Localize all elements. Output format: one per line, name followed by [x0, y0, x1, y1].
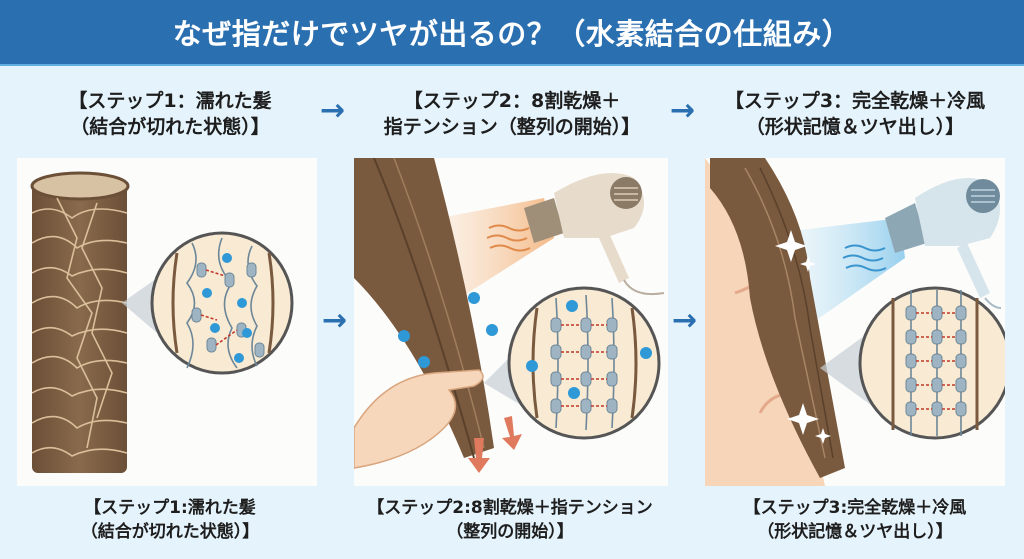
arrow-icon: → [322, 303, 348, 338]
title-banner: なぜ指だけでツヤが出るの？（水素結合の仕組み） [0, 0, 1024, 66]
hair-strand-icon [30, 171, 294, 473]
step2-caption-line1: 【ステップ2:8割乾燥＋指テンション [367, 498, 653, 518]
step1-top-label: 【ステップ1：濡れた髪 （結合が切れた状態）】 [40, 88, 300, 140]
cool-dryer-icon [705, 158, 1005, 486]
step2-top-label: 【ステップ2：8割乾燥＋ 指テンション（整列の開始）】 [362, 88, 662, 140]
step2-caption: 【ステップ2:8割乾燥＋指テンション （整列の開始）】 [350, 496, 670, 544]
arrow-icon: → [672, 303, 698, 338]
step2-illustration [354, 158, 668, 486]
step1-caption-line1: 【ステップ1:濡れた髪 [84, 498, 256, 518]
step1-caption: 【ステップ1:濡れた髪 （結合が切れた状態）】 [40, 496, 300, 544]
step1-caption-line2: （結合が切れた状態）】 [80, 522, 260, 542]
arrow-icon: → [670, 93, 696, 128]
step3-top-line2: （形状記憶＆ツヤ出し）】 [745, 116, 965, 138]
step3-caption: 【ステップ3:完全乾燥＋冷風 （形状記憶＆ツヤ出し）】 [705, 496, 1005, 544]
step3-illustration [705, 158, 1005, 486]
step3-top-label: 【ステップ3：完全乾燥＋冷風 （形状記憶＆ツヤ出し）】 [705, 88, 1005, 140]
page-title: なぜ指だけでツヤが出るの？（水素結合の仕組み） [172, 17, 852, 51]
step2-top-line1: 【ステップ2：8割乾燥＋ [403, 90, 621, 112]
step3-caption-line1: 【ステップ3:完全乾燥＋冷風 [743, 498, 967, 518]
step1-illustration [17, 158, 317, 486]
warm-dryer-icon [354, 158, 665, 473]
step1-top-line2: （結合が切れた状態）】 [70, 116, 270, 138]
step3-top-line1: 【ステップ3：完全乾燥＋冷風 [724, 90, 986, 112]
step2-top-line2: 指テンション（整列の開始）】 [383, 116, 641, 138]
step2-caption-line2: （整列の開始）】 [446, 522, 574, 542]
arrow-icon: → [320, 93, 346, 128]
step1-top-line1: 【ステップ1：濡れた髪 [68, 90, 272, 112]
step3-caption-line2: （形状記憶＆ツヤ出し）】 [757, 522, 953, 542]
